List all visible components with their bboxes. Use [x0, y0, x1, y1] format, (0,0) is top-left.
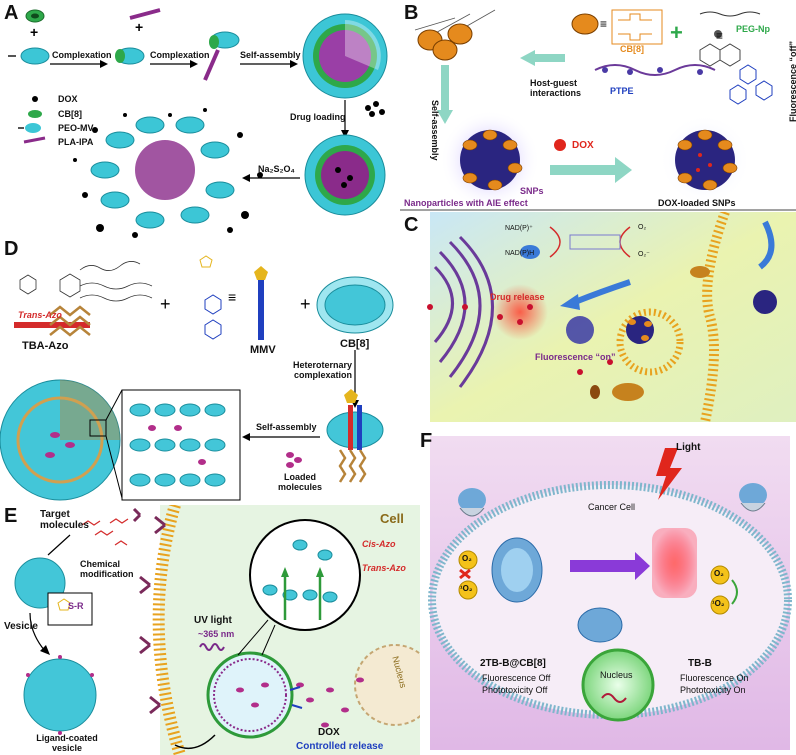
- panel-b-graphic: ≡ + ≡: [400, 9, 796, 211]
- o2-left-label: O₂: [462, 554, 472, 563]
- wavelength-label: ~365 nm: [198, 629, 235, 639]
- svg-text:+: +: [670, 20, 683, 45]
- nucleus-label-f: Nucleus: [600, 670, 633, 680]
- dox-loaded-label: DOX-loaded SNPs: [658, 198, 736, 208]
- svg-text:+: +: [135, 19, 143, 35]
- vesicle-label: Vesicle: [4, 621, 38, 632]
- singlet-o2-right-label: ¹O₂: [712, 599, 725, 608]
- panel-f-graphic: [428, 436, 792, 750]
- ztb-phototoxicity-label: Phototoxicity Off: [482, 685, 548, 695]
- fluorescence-on-label: Fluorescence “on”: [535, 352, 616, 362]
- light-label: Light: [676, 442, 701, 453]
- o2-right-label: O₂: [714, 569, 724, 578]
- step-reduction: Na₂S₂O₄: [258, 164, 295, 174]
- ligand-vesicle-label: Ligand-coated vesicle: [36, 733, 98, 753]
- cb8-label: CB[8]: [620, 44, 644, 54]
- loaded-molecules-label: Loaded molecules: [277, 472, 323, 492]
- self-assembly-label-d: Self-assembly: [256, 422, 317, 432]
- panel-d: + + ≡: [0, 240, 400, 505]
- o2-minus-label: O₂⁻: [638, 251, 650, 258]
- panel-e-label: E: [4, 505, 18, 527]
- o2-label: O₂: [638, 224, 647, 231]
- cancer-cell-label: Cancer Cell: [588, 502, 636, 512]
- panel-e: E Target molecules Chemical modification…: [0, 505, 420, 755]
- svg-text:+: +: [300, 294, 311, 314]
- snps-label: SNPs: [520, 186, 544, 196]
- host-guest-label: Host-guest interactions: [530, 78, 582, 98]
- panel-a: + +: [0, 0, 400, 240]
- panel-d-label: D: [4, 240, 19, 260]
- mmv-label: MMV: [250, 344, 276, 356]
- drug-release-label: Drug release: [490, 292, 545, 302]
- target-molecules-label: Target molecules: [40, 509, 89, 531]
- svg-text:≡: ≡: [600, 17, 607, 31]
- tbb-phototoxicity-label: Phototoxicity On: [680, 685, 746, 695]
- self-assembly-label: Self-assembly: [430, 100, 440, 161]
- uv-light-label: UV light: [194, 615, 232, 626]
- tba-azo-label: TBA-Azo: [22, 340, 69, 352]
- tbb-fluorescence-label: Fluorescence On: [680, 673, 749, 683]
- tbb-label: TB-B: [688, 658, 712, 669]
- heteroternary-label: Heteroternary complexation: [292, 360, 352, 380]
- legend-peo-mv: PEO-MV: [58, 123, 94, 133]
- aie-label: Nanoparticles with AIE effect: [404, 198, 528, 208]
- svg-text:≡: ≡: [228, 289, 236, 305]
- svg-text:+: +: [30, 24, 38, 40]
- chemical-modification-label: Chemical modification: [80, 559, 134, 579]
- panel-b: ≡ + ≡ B: [400, 0, 796, 212]
- dox-label: DOX: [572, 140, 594, 151]
- trans-azo-label-e: Trans-Azo: [362, 563, 406, 573]
- nadp-label: NAD(P)⁺: [505, 225, 533, 232]
- dox-label-e: DOX: [318, 727, 340, 738]
- trans-azo-label: Trans-Azo: [18, 310, 62, 320]
- svg-text:+: +: [160, 294, 171, 314]
- panel-c-graphic: [427, 212, 796, 422]
- panel-c: C NAD(P)⁺ NAD(P)H O₂ O₂⁻ Drug release Fl…: [400, 212, 796, 422]
- svg-text:≡: ≡: [716, 29, 723, 43]
- peg-np-label: PEG-Np: [736, 24, 771, 34]
- s-r-label: S-R: [68, 601, 84, 611]
- fluorescence-off-label: Fluorescence “off”: [788, 40, 796, 122]
- panel-c-label: C: [404, 214, 419, 236]
- step-self-assembly: Self-assembly: [240, 50, 301, 60]
- panel-f: F Light Cancer Cell O₂ ¹O₂ O₂ ¹O₂ 2TB-B@…: [420, 430, 796, 755]
- panel-b-label: B: [404, 2, 419, 24]
- panel-d-graphic: + + ≡: [0, 255, 394, 501]
- ptpe-label: PTPE: [610, 86, 634, 96]
- nadph-label: NAD(P)H: [505, 250, 535, 257]
- singlet-o2-left-label: ¹O₂: [460, 584, 473, 593]
- step-complexation-1: Complexation: [52, 50, 112, 60]
- panel-e-graphic: [14, 505, 420, 755]
- cis-azo-label: Cis-Azo: [362, 539, 396, 549]
- step-drug-loading: Drug loading: [290, 112, 346, 122]
- ztb-label: 2TB-B@CB[8]: [480, 658, 546, 669]
- cell-label: Cell: [380, 511, 404, 526]
- legend-dox: DOX: [58, 94, 78, 104]
- panel-a-graphic: + +: [8, 8, 388, 238]
- step-complexation-2: Complexation: [150, 50, 210, 60]
- controlled-release-label: Controlled release: [296, 741, 384, 752]
- legend-pla-ipa: PLA-IPA: [58, 137, 94, 147]
- legend-cb8: CB[8]: [58, 109, 82, 119]
- cb8-label-d: CB[8]: [340, 338, 370, 350]
- panel-f-label: F: [420, 430, 433, 452]
- panel-a-label: A: [4, 2, 19, 24]
- ztb-fluorescence-label: Fluorescence Off: [482, 673, 551, 683]
